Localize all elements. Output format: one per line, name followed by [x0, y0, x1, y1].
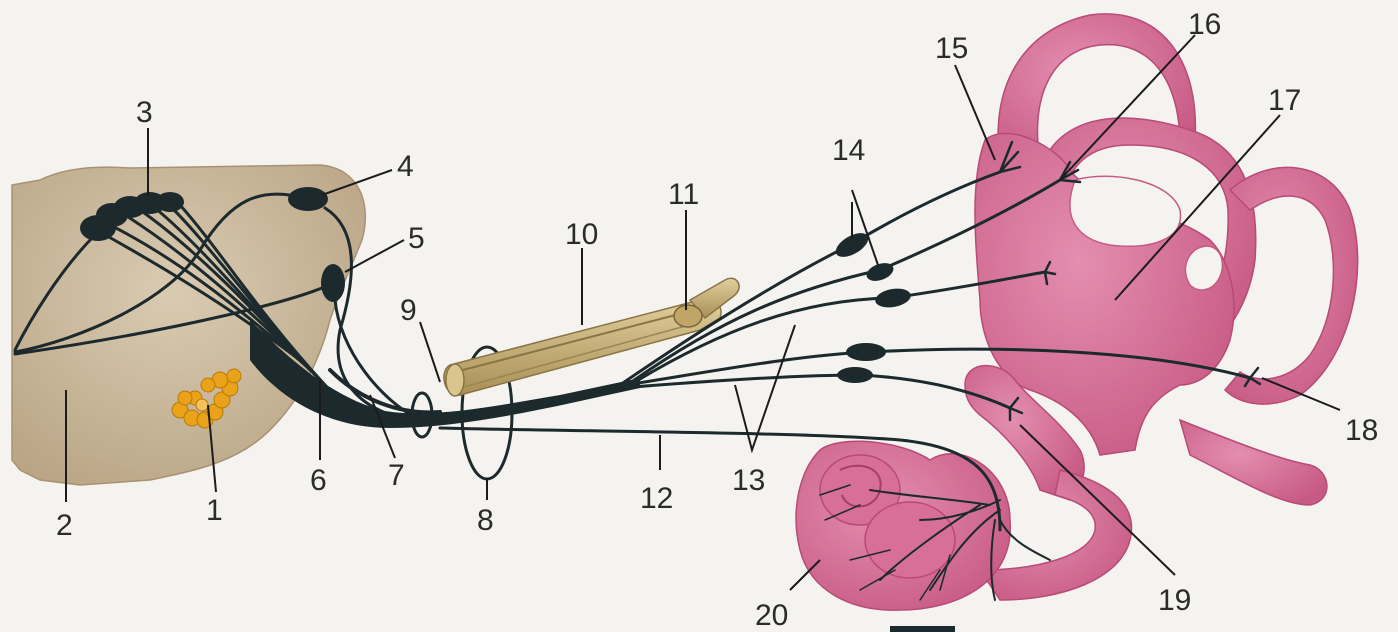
label-3: 3: [136, 96, 153, 129]
label-20: 20: [755, 599, 788, 632]
label-17: 17: [1268, 84, 1301, 117]
label-16: 16: [1188, 8, 1221, 41]
label-7: 7: [388, 459, 405, 492]
label-10: 10: [565, 218, 598, 251]
label-18: 18: [1345, 414, 1378, 447]
label-13: 13: [732, 464, 765, 497]
label-5: 5: [408, 222, 425, 255]
label-12: 12: [640, 482, 673, 515]
label-11: 11: [668, 178, 699, 211]
bottom-tab: [890, 626, 955, 632]
label-14: 14: [832, 134, 865, 167]
label-1: 1: [206, 494, 223, 527]
label-15: 15: [935, 32, 968, 65]
label-4: 4: [397, 150, 414, 183]
label-19: 19: [1158, 584, 1191, 617]
label-2: 2: [56, 509, 73, 542]
label-6: 6: [310, 464, 327, 497]
label-8: 8: [477, 504, 494, 537]
bony-canal: [444, 278, 739, 396]
label-9: 9: [400, 294, 417, 327]
